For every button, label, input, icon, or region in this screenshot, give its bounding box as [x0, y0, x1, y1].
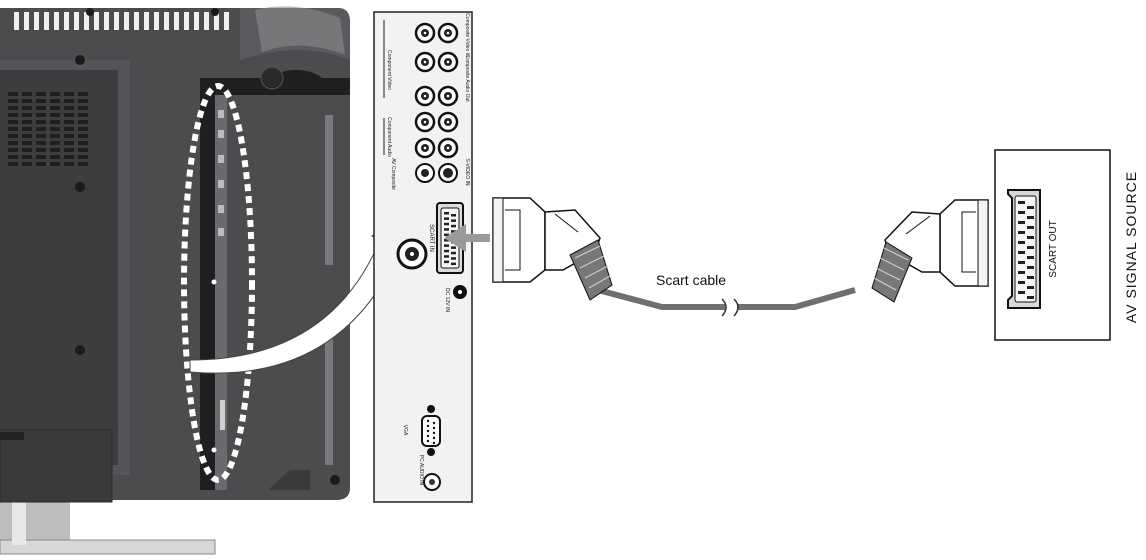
highlight-ellipse [181, 83, 255, 483]
scart-plug-right [871, 199, 989, 303]
scart-in-label: SCART IN [428, 224, 434, 252]
scart-out-label: SCART OUT [1048, 220, 1059, 277]
insert-arrow [444, 224, 490, 252]
av-source-label: AV SIGNAL SOURCE [1123, 171, 1139, 323]
tv-side-vents [8, 92, 88, 166]
pc-audio-jack[interactable] [423, 473, 441, 491]
label-component-audio: Component Audio [386, 117, 392, 157]
label-component-video: Component Video [386, 50, 392, 90]
scart-out-port[interactable] [1007, 189, 1041, 309]
rf-jack[interactable] [396, 238, 428, 270]
scart-plug-left [492, 197, 613, 301]
label-av-composite: AV Composite [390, 158, 396, 190]
connector-panel: Component Video Component Audio AV Compo… [373, 11, 473, 503]
label-pc-audio: PC AUDIO IN [418, 455, 424, 486]
cable-label: Scart cable [656, 272, 726, 288]
scart-cable: Scart cable [492, 197, 989, 317]
rca-jack-grid [414, 22, 459, 159]
label-s-video-in: S-VIDEO IN [464, 159, 470, 186]
label-dc-in: DC 12V IN [444, 288, 450, 312]
tv-top-vents [14, 8, 229, 30]
label-vga: VGA [402, 425, 408, 436]
tv-jack-strip [211, 110, 225, 453]
label-composite-video-in: Composite Video In [464, 13, 470, 57]
label-composite-audio-out: Composite Audio Out [464, 54, 470, 102]
av-signal-source: SCART OUT AV SIGNAL SOURCE [994, 149, 1139, 341]
tv-back-view [0, 6, 419, 555]
vga-port[interactable] [421, 405, 441, 456]
dc-in-jack[interactable] [453, 285, 467, 299]
